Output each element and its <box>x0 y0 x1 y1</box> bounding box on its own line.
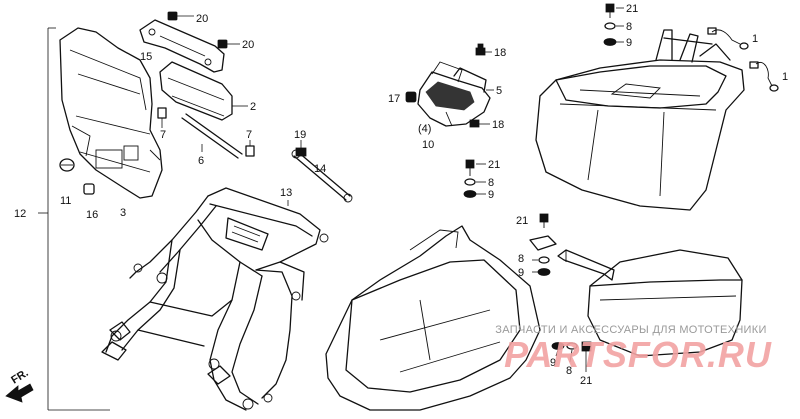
bolt-part-20b <box>217 39 240 49</box>
callout-13: 13 <box>280 187 292 199</box>
watermark-tagline: ЗАПЧАСТИ И АКСЕССУАРЫ ДЛЯ МОТОТЕХНИКИ <box>495 324 767 336</box>
front-direction-label: FR. <box>9 367 30 387</box>
callout-8d: 8 <box>566 365 572 377</box>
callout-17: 17 <box>388 93 400 105</box>
callout-3: 3 <box>120 207 126 219</box>
callout-4: (4) <box>418 123 431 135</box>
callout-12: 12 <box>14 208 26 220</box>
callout-18a: 18 <box>494 47 506 59</box>
callout-11: 11 <box>60 195 71 207</box>
callout-9a: 9 <box>488 189 494 201</box>
bolt-part-18a <box>475 43 492 56</box>
callout-7a: 7 <box>160 129 166 141</box>
callout-6: 6 <box>198 155 204 167</box>
callout-21b: 21 <box>626 3 638 15</box>
under-seat-tray <box>325 225 541 411</box>
clip-part-7b <box>245 140 255 157</box>
front-direction-arrow <box>5 383 34 403</box>
rod-part-14 <box>291 149 353 203</box>
bolt-part-20a <box>167 11 194 21</box>
callout-9c: 9 <box>518 267 524 279</box>
callout-20b: 20 <box>242 39 254 51</box>
taillight-assembly-part-10 <box>417 61 491 127</box>
callout-2: 2 <box>250 101 256 113</box>
seat-cowl <box>535 29 745 211</box>
bracket-rear <box>557 249 615 281</box>
bolt-part-19 <box>295 140 307 157</box>
callout-14: 14 <box>314 163 326 175</box>
bolt-part-17 <box>405 91 417 103</box>
seat-frame-part-13 <box>101 187 329 411</box>
clip-part-7a <box>157 107 167 128</box>
callout-8b: 8 <box>626 21 632 33</box>
callout-7b: 7 <box>246 129 252 141</box>
cover-part-2 <box>159 61 248 121</box>
hardware-stack-center <box>463 159 486 198</box>
hardware-stack-top-right <box>603 3 624 46</box>
callout-10: 10 <box>422 139 434 151</box>
bolt-part-18b <box>469 119 490 128</box>
lens-part-5 <box>453 67 494 93</box>
rear-storage-box <box>587 249 743 357</box>
callout-15: 15 <box>140 51 152 63</box>
callout-9b: 9 <box>626 37 632 49</box>
hardware-stack-lower-right <box>551 341 592 372</box>
callout-1b: 1 <box>782 71 788 83</box>
callout-20a: 20 <box>196 13 208 25</box>
callout-8a: 8 <box>488 177 494 189</box>
bracket-part-15 <box>139 19 225 73</box>
callout-5: 5 <box>496 85 502 97</box>
collar-part-16 <box>83 183 95 195</box>
callout-19: 19 <box>294 129 306 141</box>
callout-labels: 20 20 15 2 12 7 7 6 11 16 3 19 14 13 18 … <box>9 3 788 387</box>
hardware-stack-lower <box>529 213 557 276</box>
callout-21a: 21 <box>488 159 500 171</box>
grommet-part-11 <box>59 158 75 172</box>
callout-16: 16 <box>86 209 98 221</box>
wire-harness-part-1b <box>749 61 779 92</box>
callout-1a: 1 <box>752 33 758 45</box>
wire-harness-part-1a <box>707 27 749 50</box>
callout-8c: 8 <box>518 253 524 265</box>
callout-21c: 21 <box>516 215 528 227</box>
callout-21d: 21 <box>580 375 592 387</box>
callout-18b: 18 <box>492 119 504 131</box>
watermark-logo: PARTSFOR.RU <box>504 334 772 375</box>
rod-part-6 <box>181 113 243 159</box>
inner-panel-part-3 <box>59 27 163 199</box>
callout-9d: 9 <box>550 357 556 369</box>
group-12-bracket <box>38 27 110 411</box>
